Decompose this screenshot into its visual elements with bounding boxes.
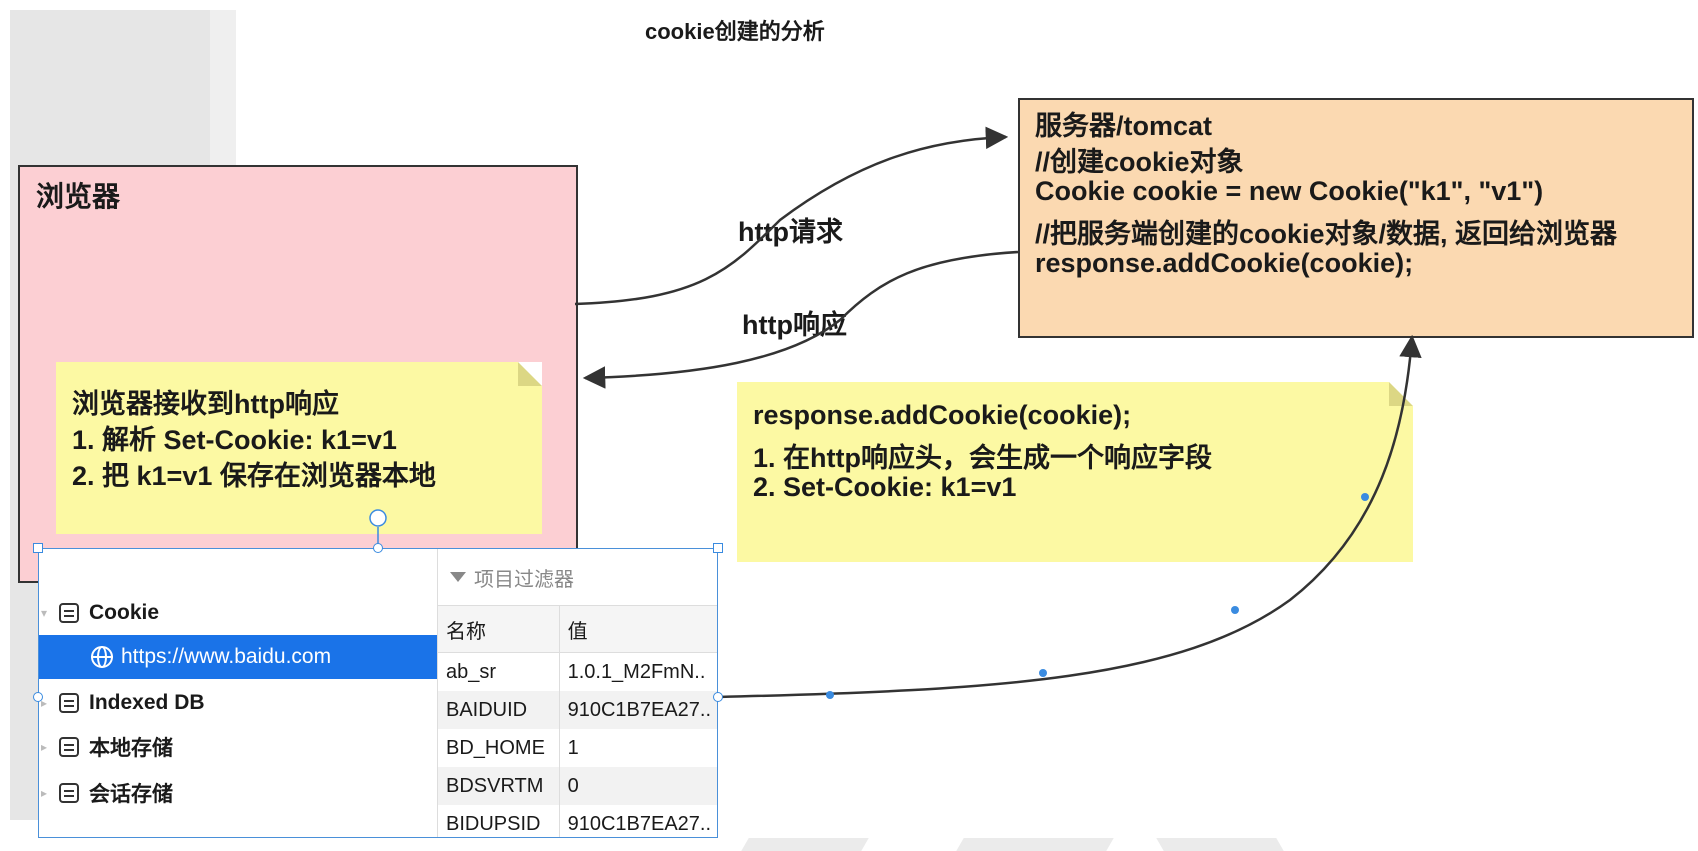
diagram-title: cookie创建的分析 bbox=[645, 19, 825, 44]
browser-note-line-1: 浏览器接收到http响应 bbox=[72, 389, 339, 419]
globe-icon bbox=[91, 646, 113, 668]
cookie-name: ab_sr bbox=[438, 653, 560, 691]
cookie-value: 910C1B7EA27.. bbox=[567, 698, 712, 721]
watermark-shape bbox=[741, 838, 869, 851]
server-line-4: //把服务端创建的cookie对象/数据, 返回给浏览器 bbox=[1035, 219, 1618, 249]
tree-label: 会话存储 bbox=[89, 783, 173, 806]
rotate-handle[interactable] bbox=[369, 509, 387, 527]
table-row[interactable]: BAIDUID 910C1B7EA27.. bbox=[437, 691, 717, 729]
table-row[interactable]: BDSVRTM 0 bbox=[437, 767, 717, 805]
storage-icon bbox=[59, 603, 79, 623]
column-header-name[interactable]: 名称 bbox=[438, 606, 560, 652]
tree-label: 本地存储 bbox=[89, 737, 173, 760]
server-note-line-3: 2. Set-Cookie: k1=v1 bbox=[753, 472, 1017, 502]
browser-note-line-3: 2. 把 k1=v1 保存在浏览器本地 bbox=[72, 461, 436, 491]
server-line-2: //创建cookie对象 bbox=[1035, 147, 1244, 177]
server-line-1: 服务器/tomcat bbox=[1035, 111, 1213, 141]
browser-note[interactable]: 浏览器接收到http响应 1. 解析 Set-Cookie: k1=v1 2. … bbox=[56, 362, 542, 534]
expand-caret-icon[interactable]: ▸ bbox=[41, 786, 48, 800]
storage-icon bbox=[59, 737, 79, 757]
expand-caret-icon[interactable]: ▸ bbox=[41, 740, 48, 754]
storage-icon bbox=[59, 693, 79, 713]
cookie-name: BDSVRTM bbox=[438, 767, 560, 805]
resize-handle[interactable] bbox=[373, 543, 383, 553]
server-line-5: response.addCookie(cookie); bbox=[1035, 248, 1414, 278]
column-header-value[interactable]: 值 bbox=[567, 620, 588, 643]
resize-handle[interactable] bbox=[33, 543, 43, 553]
http-request-label: http请求 bbox=[738, 217, 843, 247]
browser-label: 浏览器 bbox=[36, 181, 121, 212]
connector-waypoint[interactable] bbox=[1039, 669, 1047, 677]
devtools-storage-panel[interactable]: ▾ Cookie https://www.baidu.com ▸ Indexed… bbox=[38, 548, 718, 838]
server-line-3: Cookie cookie = new Cookie("k1", "v1") bbox=[1035, 176, 1544, 206]
server-note-line-2: 1. 在http响应头，会生成一个响应字段 bbox=[753, 443, 1212, 473]
tree-item-indexeddb[interactable]: ▸ Indexed DB bbox=[39, 681, 437, 725]
cookie-storage-arrow[interactable] bbox=[717, 334, 1422, 699]
cookie-name: BAIDUID bbox=[438, 691, 560, 729]
cookie-table: 项目过滤器 名称 值 ab_sr 1.0.1_M2FmN.. BAIDUID 9… bbox=[437, 549, 717, 837]
cookie-value: 1 bbox=[567, 736, 579, 759]
resize-handle[interactable] bbox=[713, 692, 723, 702]
connector-waypoint[interactable] bbox=[826, 691, 834, 699]
cookie-value: 1.0.1_M2FmN.. bbox=[567, 660, 706, 683]
browser-note-line-2: 1. 解析 Set-Cookie: k1=v1 bbox=[72, 425, 397, 455]
table-header: 名称 值 bbox=[437, 606, 717, 653]
filter-input[interactable]: 项目过滤器 bbox=[437, 549, 717, 606]
cookie-name: BD_HOME bbox=[438, 729, 560, 767]
watermark-shape bbox=[956, 838, 1114, 851]
http-request-arrow[interactable] bbox=[574, 126, 1009, 306]
tree-label: https://www.baidu.com bbox=[121, 645, 332, 668]
filter-placeholder: 项目过滤器 bbox=[474, 568, 574, 591]
server-note[interactable]: response.addCookie(cookie); 1. 在http响应头，… bbox=[737, 382, 1413, 562]
note-fold bbox=[518, 362, 542, 386]
table-row[interactable]: BIDUPSID 910C1B7EA27.. bbox=[437, 805, 717, 837]
table-row[interactable]: BD_HOME 1 bbox=[437, 729, 717, 767]
storage-icon bbox=[59, 783, 79, 803]
tree-label: Cookie bbox=[89, 601, 160, 624]
filter-icon bbox=[450, 572, 466, 582]
connector-waypoint[interactable] bbox=[1361, 493, 1369, 501]
note-fold bbox=[1389, 382, 1413, 406]
resize-handle[interactable] bbox=[33, 692, 43, 702]
expand-caret-icon[interactable]: ▾ bbox=[41, 606, 48, 620]
tree-label: Indexed DB bbox=[89, 691, 205, 714]
connector-waypoint[interactable] bbox=[1231, 606, 1239, 614]
tree-item-cookie[interactable]: ▾ Cookie bbox=[39, 591, 437, 635]
expand-caret-icon[interactable]: ▸ bbox=[41, 696, 48, 710]
tree-item-local-storage[interactable]: ▸ 本地存储 bbox=[39, 725, 437, 769]
http-response-label: http响应 bbox=[742, 310, 847, 340]
http-response-arrow[interactable] bbox=[582, 250, 1019, 389]
resize-handle[interactable] bbox=[713, 543, 723, 553]
cookie-name: BIDUPSID bbox=[438, 805, 560, 837]
watermark-shape bbox=[1156, 838, 1284, 851]
cookie-value: 910C1B7EA27.. bbox=[567, 812, 712, 835]
tree-item-session-storage[interactable]: ▸ 会话存储 bbox=[39, 771, 437, 815]
table-row[interactable]: ab_sr 1.0.1_M2FmN.. bbox=[437, 653, 717, 691]
tree-item-cookie-url[interactable]: https://www.baidu.com bbox=[39, 635, 437, 679]
cookie-value: 0 bbox=[567, 774, 579, 797]
server-box[interactable]: 服务器/tomcat //创建cookie对象 Cookie cookie = … bbox=[1018, 98, 1694, 338]
server-note-line-1: response.addCookie(cookie); bbox=[753, 400, 1132, 430]
